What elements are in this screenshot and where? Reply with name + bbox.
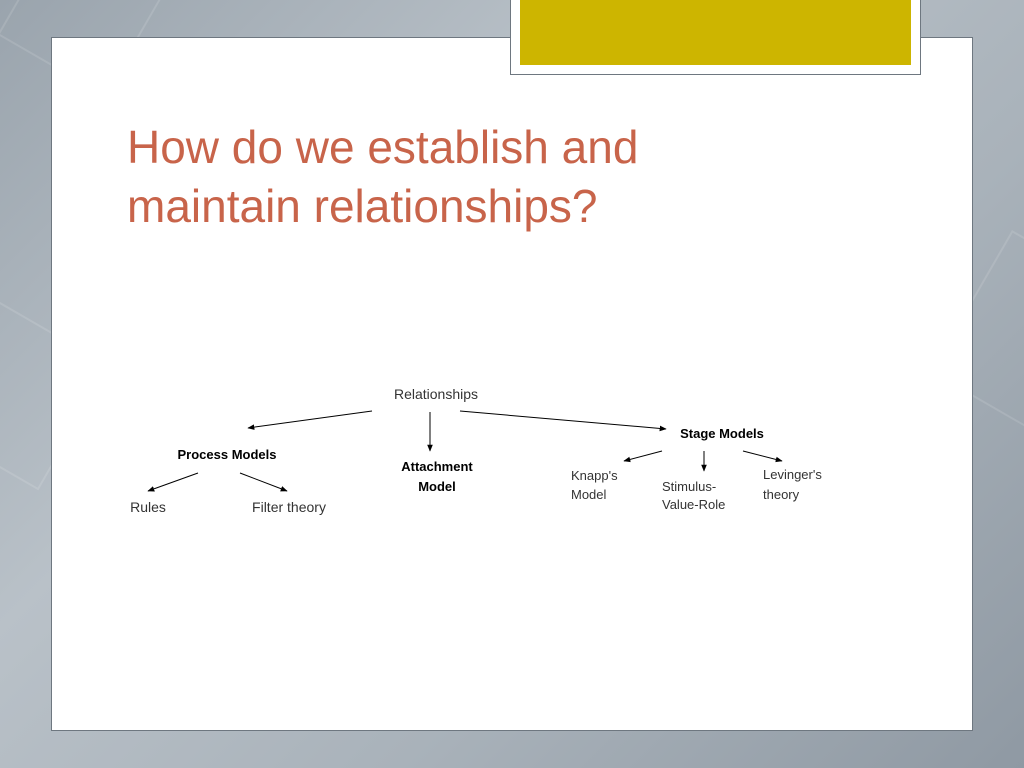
accent-frame <box>510 0 921 75</box>
node-attachment-line1: Attachment <box>401 459 473 474</box>
arrow-root-to-stage <box>459 410 667 432</box>
arrow-stage-to-knapp <box>623 450 663 463</box>
arrow-process-to-rules <box>147 472 199 492</box>
node-levinger-line1: Levinger's <box>763 467 822 482</box>
node-knapp-line1: Knapp's <box>571 468 618 483</box>
node-stage-models: Stage Models <box>680 426 764 441</box>
arrow-process-to-filter <box>239 472 288 492</box>
node-filter-theory: Filter theory <box>252 499 326 515</box>
arrow-root-to-process <box>247 410 373 430</box>
node-svr-line1: Stimulus- <box>662 479 716 494</box>
arrow-stage-to-levinger <box>742 450 783 463</box>
title-line-1: How do we establish and <box>127 121 639 173</box>
node-knapp-line2: Model <box>571 487 607 502</box>
node-process-models: Process Models <box>178 447 277 462</box>
node-relationships: Relationships <box>394 386 478 402</box>
slide-canvas <box>51 37 973 731</box>
node-attachment-line2: Model <box>418 479 456 494</box>
node-svr-line2: Value-Role <box>662 497 725 512</box>
accent-gold-block <box>520 0 911 65</box>
title-line-2: maintain relationships? <box>127 180 598 232</box>
slide-title: How do we establish and maintain relatio… <box>127 118 847 236</box>
node-rules: Rules <box>130 499 166 515</box>
node-levinger-line2: theory <box>763 487 800 502</box>
